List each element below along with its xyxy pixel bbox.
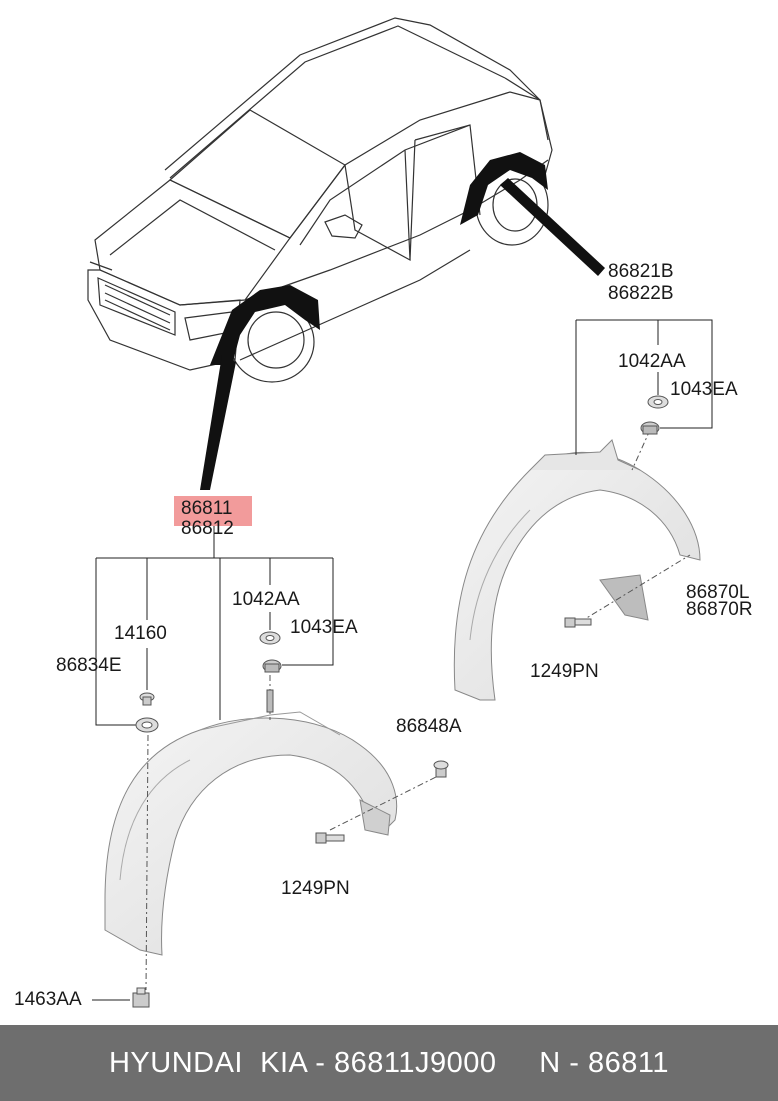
front-wheel-liner (104, 711, 398, 956)
part-label-86812: 86812 (181, 518, 234, 539)
footer-bar: HYUNDAI KIA - 86811J9000 N - 86811 (0, 1025, 778, 1101)
leader-wedges (200, 178, 605, 490)
part-label-front-screw: 1249PN (281, 878, 350, 899)
highlighted-liners (210, 152, 548, 365)
part-label-86870l: 86870L (686, 582, 750, 603)
rear-wheel-liner (453, 439, 701, 701)
part-label-86848a: 86848A (396, 716, 462, 737)
part-label-rear-screw: 1249PN (530, 661, 599, 682)
part-label-rear-washer: 1042AA (618, 351, 686, 372)
part-label-front-nut: 1043EA (290, 617, 358, 638)
part-label-front-washer: 1042AA (232, 589, 300, 610)
part-label-86822b: 86822B (608, 283, 674, 304)
hardware (132, 395, 669, 1008)
highlight-box (174, 496, 252, 526)
clip-icon (433, 760, 449, 778)
fastener-icon (139, 692, 155, 706)
screw-icon (315, 832, 345, 844)
part-label-86870r: 86870R (686, 599, 753, 620)
part-label-86821b: 86821B (608, 261, 674, 282)
part-label-86811: 86811 (181, 498, 233, 519)
bolt-icon (132, 987, 150, 1008)
part-label-1463aa: 1463AA (14, 989, 82, 1010)
part-label-14160: 14160 (114, 623, 167, 644)
diagram-svg (87, 17, 713, 1008)
screw-icon (564, 617, 592, 628)
callout-lines (92, 319, 713, 1001)
part-label-rear-nut: 1043EA (670, 379, 738, 400)
part-label-86834e: 86834E (56, 655, 122, 676)
footer-text: HYUNDAI KIA - 86811J9000 N - 86811 (108, 1047, 670, 1079)
